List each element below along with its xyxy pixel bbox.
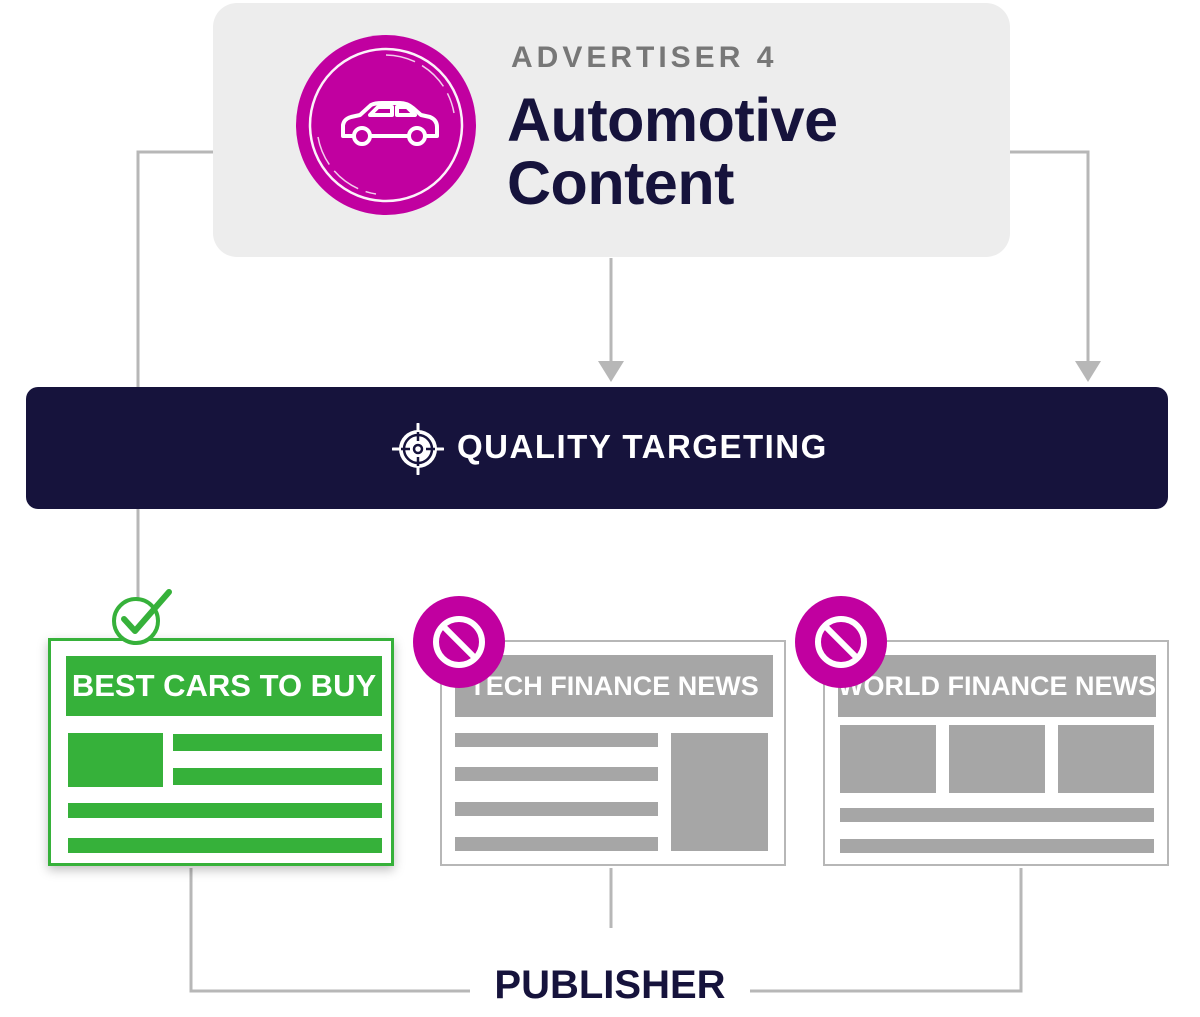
car-icon [296, 35, 476, 215]
checkmark-icon [112, 589, 172, 645]
quality-targeting-label: QUALITY TARGETING [457, 428, 828, 465]
advertiser-eyebrow: ADVERTISER 4 [511, 41, 778, 74]
arrowhead-center [598, 361, 624, 382]
advertiser-title-line1: Automotive [507, 86, 838, 154]
content-text-line [840, 808, 1154, 822]
arrowhead-right [1075, 361, 1101, 382]
blocked-page-card: WORLD FINANCE NEWS [823, 640, 1169, 866]
page-headline: BEST CARS TO BUY [66, 656, 382, 716]
content-text-line [173, 734, 382, 751]
publisher-right-connector [750, 868, 1023, 993]
content-text-line [455, 733, 658, 747]
content-text-line [455, 767, 658, 781]
crosshair-icon [392, 423, 444, 475]
advertiser-card: ADVERTISER 4 Automotive Content [213, 3, 1010, 257]
page-headline: WORLD FINANCE NEWS [838, 655, 1156, 717]
page-headline: TECH FINANCE NEWS [455, 655, 773, 717]
content-text-line [68, 803, 382, 818]
content-text-line [840, 839, 1154, 853]
content-text-line [455, 802, 658, 816]
content-text-line [455, 837, 658, 851]
blocked-page-card: TECH FINANCE NEWS [440, 640, 786, 866]
content-image-block [1058, 725, 1154, 793]
advertiser-title-line2: Content [507, 149, 734, 217]
publisher-left-connector [189, 868, 470, 993]
publisher-label: PUBLISHER [470, 960, 750, 1010]
advertiser-to-targeting-right-connector [1010, 150, 1090, 362]
content-image-block [949, 725, 1045, 793]
advertiser-to-approved-connector [136, 150, 213, 387]
content-image-block [671, 733, 768, 851]
approved-page-card: BEST CARS TO BUY [48, 638, 394, 866]
content-image-block [68, 733, 163, 787]
content-text-line [173, 768, 382, 785]
advertiser-title: Automotive Content [507, 89, 838, 215]
quality-targeting-bar: QUALITY TARGETING [26, 387, 1168, 509]
content-text-line [68, 838, 382, 853]
blocked-icon [413, 596, 505, 688]
blocked-icon [795, 596, 887, 688]
content-image-block [840, 725, 936, 793]
